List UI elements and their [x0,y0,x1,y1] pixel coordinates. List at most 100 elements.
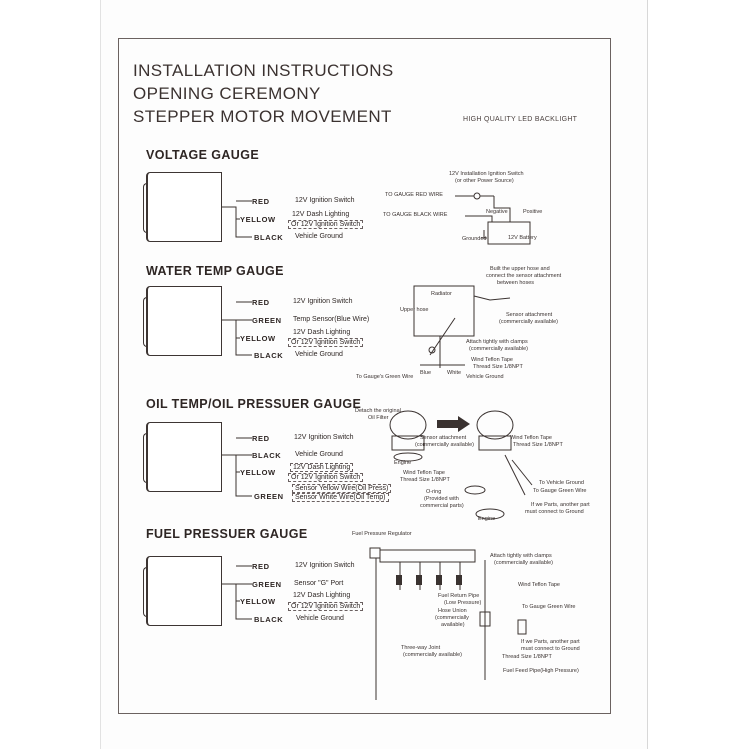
oil-diag-oring-1: O-ring [426,489,442,495]
voltage-gauge-drawing [143,172,222,242]
led-backlight-label: HIGH QUALITY LED BACKLIGHT [463,116,578,123]
water-diag-attach-1: Attach tightly with clamps [466,339,528,345]
wire-green-desc-1: Sensor Yellow Wire(Oil Press) [292,484,392,493]
wire-yellow-desc-2: Or 12V Ignition Switch [288,220,364,229]
voltage-diag-neg: Negative [486,209,508,215]
title-line-1: INSTALLATION INSTRUCTIONS [133,61,394,80]
wire-yellow-label: YELLOW [240,597,276,606]
wire-black-label: BLACK [252,451,282,460]
wire-yellow-desc-1: 12V Dash Lighting [293,592,351,599]
oil-diag-teflon-1: Wind Teflon Tape [510,435,552,441]
wire-green-label: GREEN [252,580,282,589]
wire-black-label: BLACK [254,233,284,242]
wire-black-desc: Vehicle Ground [295,451,343,458]
wire-black-desc: Vehicle Ground [296,615,344,622]
voltage-diag-pos: Positive [523,209,543,215]
oil-diag-vground: To Vehicle Ground [539,480,584,486]
wire-yellow-desc-1: 12V Dash Lighting [292,211,350,218]
oil-diag-oring-3: commercial parts) [420,503,464,509]
oil-diag-sensor-1: Sensor attachment [420,435,467,441]
water-diag-blue: Blue [420,370,432,376]
fuel-diag-hose-3: available) [441,622,465,628]
voltage-diag-switch-2: (or other Power Source) [455,178,514,184]
fuel-diag-return-2: (Low Pressure) [444,600,482,606]
fuel-diag-attach-1: Attach tightly with clamps [490,553,552,559]
fuel-diag-feed: Fuel Feed Pipe(High Pressure) [503,668,579,674]
fuel-diag-other-1: If we Parts, another part [521,639,580,645]
voltage-diag-black: TO GAUGE BLACK WIRE [383,212,448,218]
oil-diag-engine: Engine [394,460,412,466]
water-diag-sensor-1: Sensor attachment [506,312,553,318]
wire-yellow-desc-1: 12V Dash Lighting [290,463,354,472]
fuel-diag-attach-2: (commercially available) [494,560,553,566]
water-diag-note-2: connect the sensor attachment [486,273,562,279]
water-diag-radiator: Radiator [431,291,452,297]
wire-red-label: RED [252,562,270,571]
wire-red-label: RED [252,197,270,206]
oil-diag-oring-2: (Provided with [424,496,459,502]
wire-red-label: RED [252,298,270,307]
water-diag-note-3: between hoses [497,280,534,286]
sheet-border [118,38,611,714]
wire-yellow-desc-1: 12V Dash Lighting [293,329,351,336]
water-diag-teflon-2: Thread Size 1/8NPT [473,364,523,370]
wire-black-label: BLACK [254,351,284,360]
wire-yellow-desc-2: Or 12V Ignition Switch [288,473,364,482]
water-diag-attach-2: (commercially available) [469,346,528,352]
wire-red-desc: 12V Ignition Switch [295,562,355,569]
water-diag-ground: Vehicle Ground [466,374,504,380]
oil-gauge-title: OIL TEMP/OIL PRESSUER GAUGE [146,397,362,411]
water-temp-gauge-title: WATER TEMP GAUGE [146,264,284,278]
oil-diag-other-2: must connect to Ground [525,509,584,515]
fuel-diag-thread: Thread Size 1/8NPT [502,654,552,660]
voltage-diag-switch: 12V Installation Ignition Switch [449,171,524,177]
voltage-gauge-title: VOLTAGE GAUGE [146,148,260,162]
wire-yellow-label: YELLOW [240,334,276,343]
oil-diag-green: To Gauge Green Wire [533,488,587,494]
wire-yellow-label: YELLOW [240,468,276,477]
water-diag-togauge: To Gauge's Green Wire [356,374,414,380]
title-line-2: OPENING CEREMONY [133,84,321,103]
fuel-gauge-title: FUEL PRESSUER GAUGE [146,527,308,541]
water-diag-sensor-2: (commercially available) [499,319,558,325]
oil-diag-teflon-4: Thread Size 1/8NPT [400,477,450,483]
oil-gauge-drawing [143,422,222,492]
wire-red-label: RED [252,434,270,443]
water-diag-white: White [447,370,462,376]
fuel-gauge-drawing [143,556,222,626]
fuel-diag-hose-2: (commercially [435,615,469,621]
voltage-diag-ground: Grounded [462,236,487,242]
left-margin [0,0,101,749]
wire-green-desc: Temp Sensor(Blue Wire) [293,316,370,323]
wire-red-desc: 12V Ignition Switch [295,197,355,204]
fuel-diag-return-1: Fuel Return Pipe [438,593,480,599]
water-diag-teflon-1: Wind Teflon Tape [471,357,513,363]
title-line-3: STEPPER MOTOR MOVEMENT [133,107,392,126]
wire-yellow-desc-2: Or 12V Ignition Switch [288,602,364,611]
fuel-diag-green: To Gauge Green Wire [522,604,576,610]
fuel-diag-other-2: must connect to Ground [521,646,580,652]
wire-green-label: GREEN [252,316,282,325]
oil-diag-teflon-3: Wind Teflon Tape [403,470,445,476]
wire-black-desc: Vehicle Ground [295,233,343,240]
wire-green-label: GREEN [254,492,284,501]
oil-diag-sensor-2: (commercially available) [415,442,474,448]
oil-diag-other-1: If we Parts, another part [531,502,590,508]
water-gauge-drawing [143,286,222,356]
fuel-diag-hose-1: Hose Union [438,608,467,614]
water-diag-note-1: Built the upper hose and [490,266,550,272]
oil-diag-detach-2: Oil Filter [368,415,389,421]
wire-yellow-desc-2: Or 12V Ignition Switch [288,338,364,347]
fuel-diag-regulator: Fuel Pressure Regulator [352,531,412,537]
wire-red-desc: 12V Ignition Switch [294,434,354,441]
oil-diag-detach-1: Detach the original [355,408,401,414]
wire-green-desc: Sensor "G" Port [294,580,344,587]
voltage-diag-red: TO GAUGE RED WIRE [385,192,443,198]
voltage-diag-battery: 12V Battery [508,235,537,241]
wire-green-desc-2: Sensor White Wire(Oil Temp) [292,493,389,502]
wire-black-desc: Vehicle Ground [295,351,343,358]
wire-red-desc: 12V Ignition Switch [293,298,353,305]
fuel-diag-teflon: Wind Teflon Tape [518,582,560,588]
wire-yellow-label: YELLOW [240,215,276,224]
